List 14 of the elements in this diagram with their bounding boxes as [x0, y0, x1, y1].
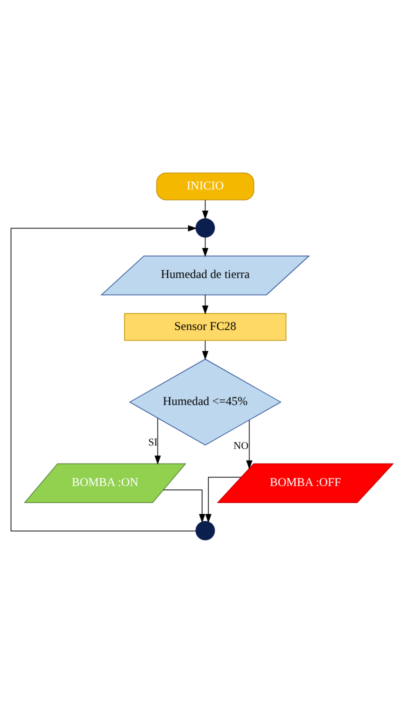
- arrow: [154, 418, 161, 465]
- arrow: [10, 225, 197, 532]
- node-circle: [196, 218, 215, 238]
- arrow: [202, 236, 208, 257]
- arrow: [202, 200, 208, 220]
- node-circle: [196, 520, 215, 540]
- edge-label: SI: [148, 437, 158, 448]
- node-box: Sensor FC28: [124, 313, 286, 341]
- arrow: [246, 420, 252, 470]
- arrow: [202, 340, 208, 360]
- arrow: [205, 476, 242, 523]
- node-box: INICIO: [156, 172, 254, 200]
- arrow: [202, 294, 208, 315]
- arrow: [163, 490, 206, 523]
